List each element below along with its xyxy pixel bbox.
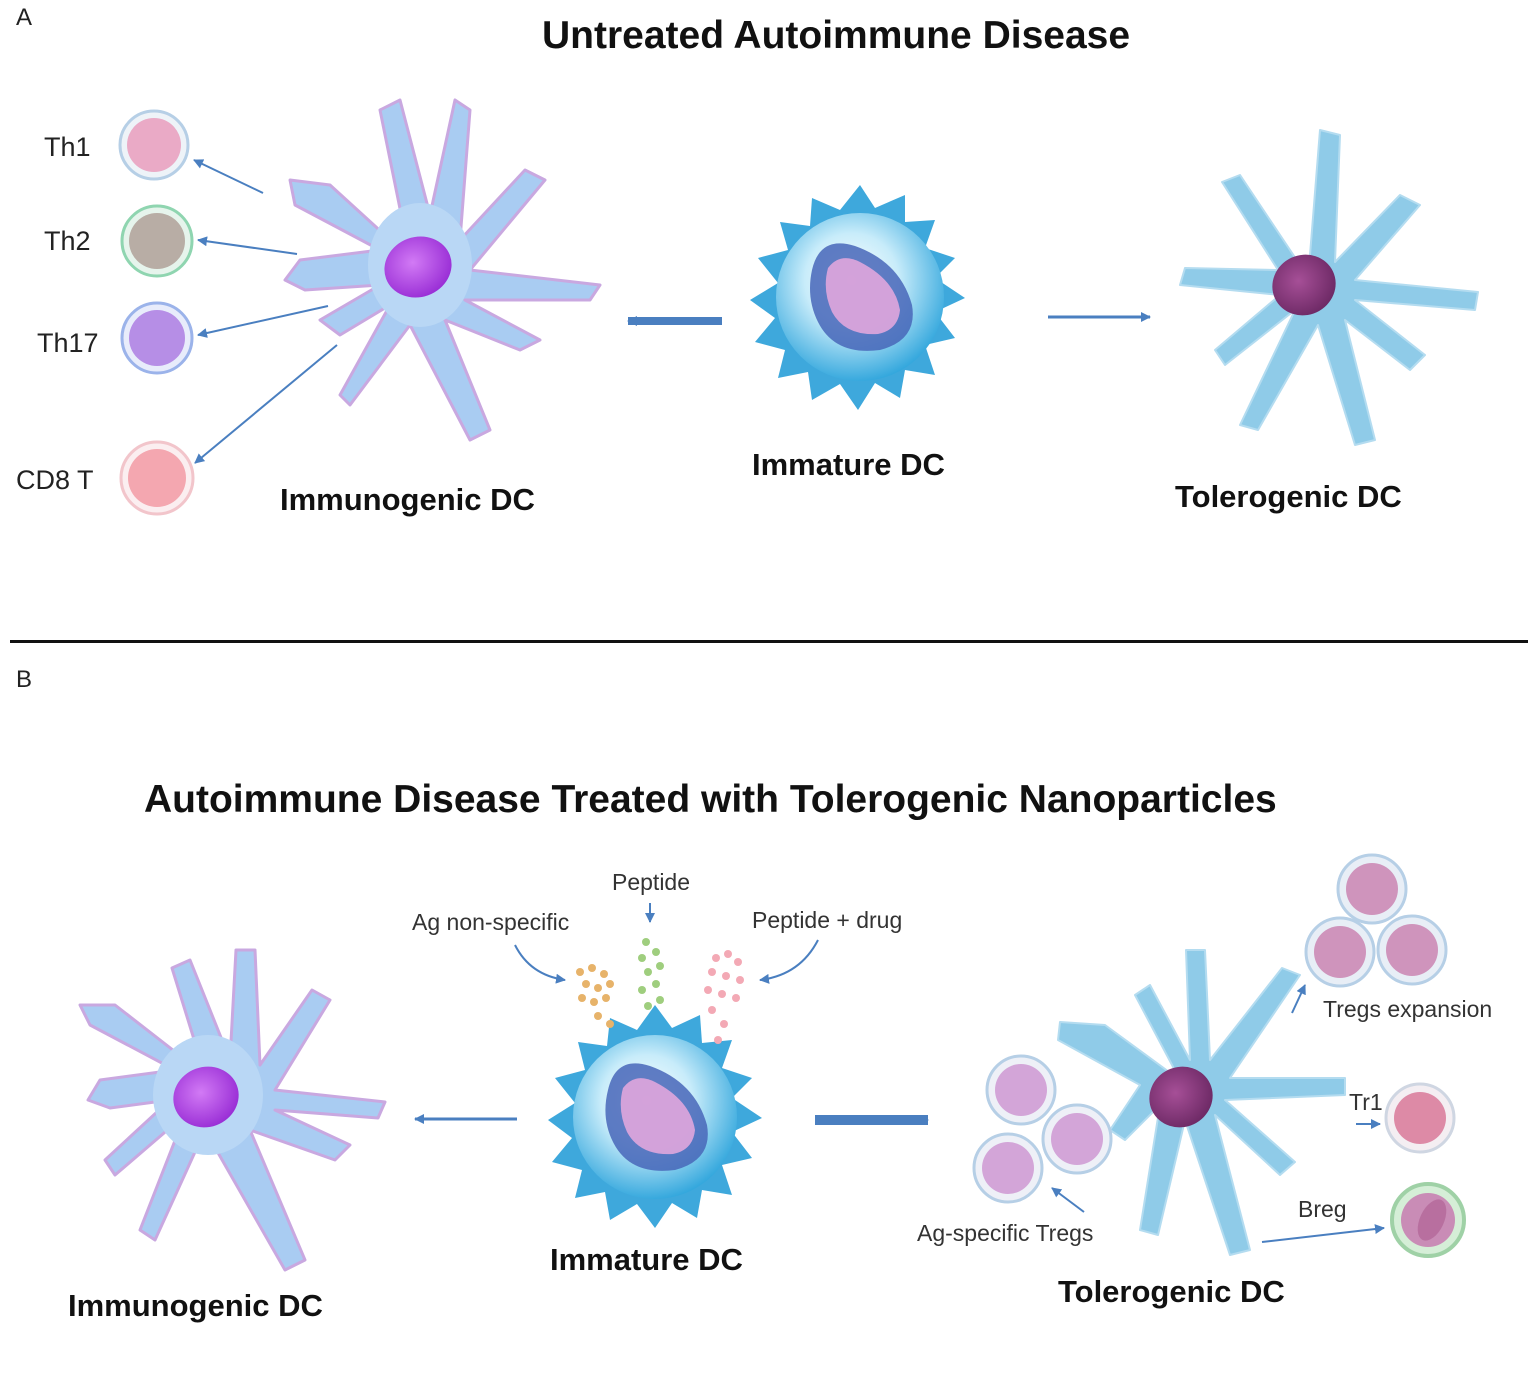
nanoparticles-ag-non-specific: [576, 964, 614, 1028]
ag-specific-tregs-cells: [972, 1054, 1113, 1204]
label-immunogenic-dc-b: Immunogenic DC: [68, 1288, 323, 1323]
arrow-to-breg: [1261, 1224, 1385, 1243]
arrow-ag-non-specific: [514, 944, 566, 984]
arrow-peptide-drug: [759, 939, 819, 984]
label-ag-specific-tregs: Ag-specific Tregs: [917, 1220, 1094, 1246]
label-tregs-expansion: Tregs expansion: [1323, 996, 1493, 1022]
label-tr1: Tr1: [1349, 1089, 1383, 1115]
nanoparticles-peptide-drug: [704, 950, 744, 1044]
label-th1: Th1: [44, 132, 91, 162]
label-cd8-t: CD8 T: [16, 465, 94, 495]
immature-dc-cell-a: [750, 185, 965, 410]
arrow-to-tregs-expansion: [1291, 984, 1306, 1014]
immunogenic-dc-nucleus-b: [173, 1066, 239, 1128]
panel-a-title: Untreated Autoimmune Disease: [542, 14, 1131, 57]
label-tolerogenic-dc-a: Tolerogenic DC: [1175, 479, 1402, 514]
th1-cell: [118, 109, 190, 181]
label-peptide-drug: Peptide + drug: [752, 907, 903, 933]
tregs-expansion-cells: [1304, 853, 1448, 988]
th17-cell: [120, 301, 194, 375]
label-immature-dc-a: Immature DC: [752, 447, 945, 482]
panel-b-title: Autoimmune Disease Treated with Toleroge…: [144, 778, 1277, 821]
label-th2: Th2: [44, 226, 91, 256]
immature-dc-cell-b: [548, 1005, 762, 1228]
nanoparticles-peptide: [638, 938, 664, 1010]
arrow-to-ag-specific-tregs: [1051, 1187, 1085, 1213]
tolerogenic-dc-nucleus-a: [1272, 254, 1336, 316]
label-th17: Th17: [37, 328, 99, 358]
label-breg: Breg: [1298, 1196, 1347, 1222]
label-ag-non-specific: Ag non-specific: [412, 909, 570, 935]
arrow-to-th17: [197, 305, 329, 338]
arrow-to-th1: [193, 159, 264, 194]
label-peptide: Peptide: [612, 869, 691, 895]
arrow-to-th2: [197, 236, 298, 255]
label-immunogenic-dc-a: Immunogenic DC: [280, 482, 535, 517]
label-immature-dc-b: Immature DC: [550, 1242, 743, 1277]
panel-b-letter: B: [16, 666, 33, 693]
immunogenic-dc-nucleus-a: [384, 236, 452, 298]
panel-a-letter: A: [16, 4, 33, 31]
tolerogenic-dc-nucleus-b: [1149, 1066, 1213, 1128]
th2-cell: [120, 204, 194, 278]
arrow-to-cd8: [194, 344, 338, 464]
panel-divider: [10, 640, 1528, 643]
tr1-cell: [1384, 1082, 1456, 1154]
breg-cell: [1390, 1182, 1466, 1258]
label-tolerogenic-dc-b: Tolerogenic DC: [1058, 1274, 1285, 1309]
cd8-t-cell: [119, 440, 195, 516]
